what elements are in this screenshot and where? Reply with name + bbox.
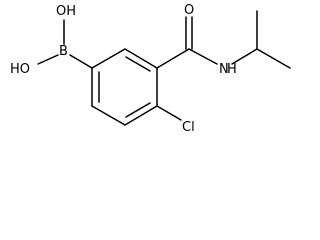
bond-nitrogen-ch <box>231 48 258 65</box>
ring-bond-c4-c5 <box>124 105 158 126</box>
atom-label-carbonyl-oxygen: O <box>184 3 194 18</box>
bond-carbonyl-nitrogen <box>188 48 218 65</box>
ring-double-bond-c4-c5 <box>125 102 151 118</box>
atom-labels: OH HO B O N H Cl <box>10 3 237 135</box>
atom-label-ho-left: HO <box>10 62 30 77</box>
ring-bond-c5-c6 <box>91 105 126 126</box>
atom-label-boron: B <box>59 44 68 59</box>
ring-bond-c1-c2 <box>91 48 126 69</box>
bond-boron-oh-left <box>37 54 59 65</box>
atom-label-nitrogen: N <box>219 62 229 77</box>
atom-label-oh-top: OH <box>56 4 76 19</box>
bond-ch-methyl-right <box>256 48 291 69</box>
atom-label-nitrogen-h: H <box>227 62 237 77</box>
ring-bond-c2-c3 <box>124 48 158 69</box>
chemical-structure: OH HO B O N H Cl <box>10 3 291 135</box>
bonds <box>37 10 291 126</box>
ring-double-bond-c2-c3 <box>125 56 151 72</box>
bond-ring-carbonyl <box>156 48 190 69</box>
bond-ring-chlorine <box>156 105 182 121</box>
bond-ring-boron <box>69 54 93 69</box>
atom-label-chlorine: Cl <box>182 120 195 135</box>
